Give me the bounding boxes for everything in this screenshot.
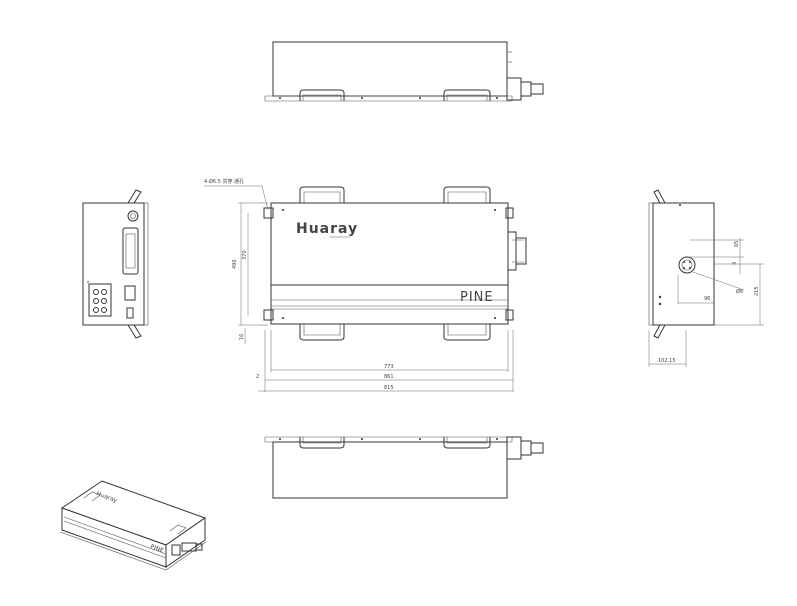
- dim-front-height-inner: 370: [242, 250, 248, 260]
- dim-front-height: 490: [232, 259, 238, 269]
- iso-model-label: PINE: [149, 543, 164, 554]
- dim-right-angle: 3: [732, 262, 738, 265]
- bottom-view: [264, 436, 544, 499]
- dim-width-total: 815: [384, 385, 394, 391]
- dim-width-inner: 773: [384, 364, 394, 370]
- model-label: PINE: [460, 290, 494, 305]
- dim-right-mid: 96: [704, 296, 710, 302]
- dim-width-mid: 861: [384, 374, 394, 380]
- dim-right-width: 102.15: [658, 358, 676, 364]
- isometric-view: Huaray PINE: [59, 480, 207, 571]
- left-side-view: [82, 189, 149, 339]
- right-side-view: 65 3 96 Ø8 215 102.15: [648, 189, 764, 367]
- dim-left-offset: 2: [256, 374, 259, 380]
- mounting-hole-callout: 4-Ø6.5 贯穿 通孔: [204, 178, 244, 185]
- dim-right-bottom: Ø8: [736, 288, 743, 295]
- brand-logo: Huaray: [296, 221, 358, 237]
- front-view: Huaray PINE 4-Ø6.5 贯穿 通孔 490 370 16 773 …: [204, 178, 527, 392]
- dim-right-top: 65: [734, 241, 740, 247]
- dim-right-height: 215: [754, 286, 760, 296]
- dim-front-bottom-offset: 16: [239, 334, 245, 340]
- top-view: [264, 41, 544, 102]
